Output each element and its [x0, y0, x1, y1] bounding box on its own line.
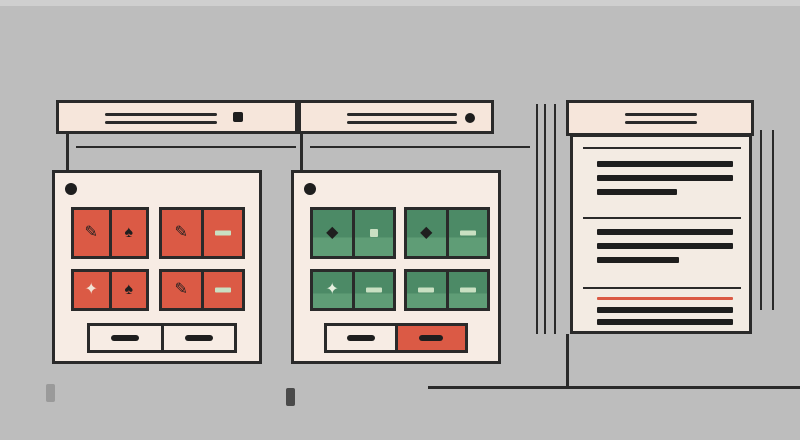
star-icon: ✦	[325, 281, 339, 298]
pen-icon: ✎	[174, 224, 188, 241]
action-button[interactable]	[90, 326, 161, 350]
pen-icon: ✎	[84, 224, 98, 241]
green-tile[interactable]: ✦	[310, 269, 396, 311]
rect-icon	[214, 287, 231, 293]
shape-icon: ◆	[326, 224, 339, 241]
pen-icon: ✎	[174, 281, 188, 298]
button-group	[324, 323, 468, 353]
document-panel	[570, 134, 752, 334]
red-tile[interactable]: ✎	[159, 207, 245, 259]
connector-line	[300, 132, 303, 170]
divider-line	[772, 130, 774, 310]
header-bar-middle	[298, 100, 494, 134]
red-tile[interactable]: ✎	[159, 269, 245, 311]
green-tile[interactable]: ◆	[310, 207, 396, 259]
divider-line	[554, 104, 556, 334]
green-tile[interactable]	[404, 269, 490, 311]
header-bar-left	[56, 100, 298, 134]
leaf-icon: ♠	[124, 281, 134, 298]
document-section	[583, 287, 741, 329]
document-section	[583, 217, 741, 275]
chip-icon	[365, 287, 382, 293]
left-panel: ✎ ♠ ✎ ✦ ♠ ✎	[52, 170, 262, 364]
button-group	[87, 323, 237, 353]
middle-panel: ◆ ◆ ✦	[291, 170, 501, 364]
shape-icon: ◆	[420, 224, 433, 241]
red-tile[interactable]: ✎ ♠	[71, 207, 149, 259]
top-band	[0, 0, 800, 6]
leaf-icon: ♠	[124, 224, 134, 241]
action-button[interactable]	[160, 326, 235, 350]
sparkle-icon: ✦	[84, 281, 98, 298]
header-dot-icon[interactable]	[465, 113, 475, 123]
document-header	[566, 100, 754, 136]
rect-icon	[214, 230, 231, 236]
header-icon-left[interactable]	[233, 112, 243, 122]
divider-line	[536, 104, 538, 334]
divider	[76, 146, 296, 148]
red-tile[interactable]: ✦ ♠	[71, 269, 149, 311]
base-line	[428, 386, 800, 389]
chip-icon	[459, 230, 476, 236]
chip-icon	[418, 287, 435, 293]
accent-button[interactable]	[394, 326, 465, 350]
marker-icon	[286, 388, 295, 406]
divider	[310, 146, 530, 148]
panel-dot-icon	[65, 183, 77, 195]
divider-line	[760, 130, 762, 310]
green-tile[interactable]: ◆	[404, 207, 490, 259]
document-section	[583, 147, 741, 205]
square-icon	[369, 229, 378, 237]
panel-dot-icon	[304, 183, 316, 195]
action-button[interactable]	[327, 326, 395, 350]
marker-icon	[46, 384, 55, 402]
divider-line	[544, 104, 546, 334]
connector-line	[66, 132, 69, 170]
chip-icon	[459, 287, 476, 293]
base-stem	[566, 334, 569, 388]
